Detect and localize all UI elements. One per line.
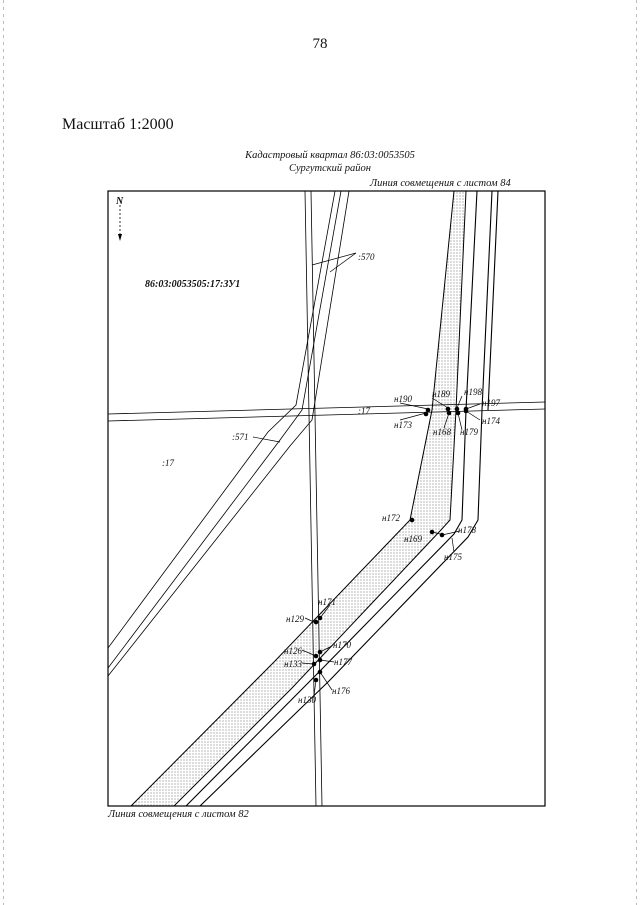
pipeline-lines <box>185 191 499 806</box>
label-571: :571 <box>232 432 249 442</box>
point-label: н176 <box>332 686 350 696</box>
point-label: н175 <box>444 552 462 562</box>
bottom-sheet-caption: Линия совмещения с листом 82 <box>108 809 249 820</box>
point-label: н189 <box>432 389 450 399</box>
horizontal-road <box>108 401 545 422</box>
point-label: н126 <box>284 646 302 656</box>
label-17-road: :17 <box>358 406 370 416</box>
left-scan-edge <box>3 0 4 905</box>
map-title: Кадастровый квартал 86:03:0053505 <box>245 150 415 161</box>
leader-lines <box>252 252 481 697</box>
parcel-label: 86:03:0053505:17:ЗУ1 <box>145 279 240 290</box>
point-label: н173 <box>394 420 412 430</box>
point-label: н170 <box>333 640 351 650</box>
map-subtitle: Сургутский район <box>288 163 372 174</box>
scale-label: Масштаб 1:2000 <box>62 116 174 133</box>
label-17-parcel: :17 <box>162 458 174 468</box>
page-number: 78 <box>312 36 328 52</box>
point-label: н198 <box>464 387 482 397</box>
north-arrow-icon <box>118 205 122 241</box>
point-label: н133 <box>284 659 302 669</box>
point-label: н190 <box>394 394 412 404</box>
map-frame <box>107 190 546 807</box>
point-label: н179 <box>460 427 478 437</box>
point-label: н174 <box>482 416 500 426</box>
point-label: н178 <box>458 525 476 535</box>
point-label: н169 <box>404 534 422 544</box>
boundary-points <box>311 406 469 683</box>
right-scan-edge <box>636 0 637 905</box>
point-label: н171 <box>318 597 336 607</box>
point-label: н177 <box>334 657 352 667</box>
point-label: н129 <box>286 614 304 624</box>
diagonal-road <box>108 191 350 677</box>
top-sheet-caption: Линия совмещения с листом 84 <box>370 178 511 189</box>
north-label: N <box>115 196 124 207</box>
label-570: :570 <box>358 252 375 262</box>
vertical-road <box>304 191 323 806</box>
point-label: н168 <box>433 427 451 437</box>
point-label: н197 <box>482 398 500 408</box>
point-label: н172 <box>382 513 400 523</box>
right-of-way-strip <box>130 191 467 806</box>
point-label: н130 <box>298 695 316 705</box>
